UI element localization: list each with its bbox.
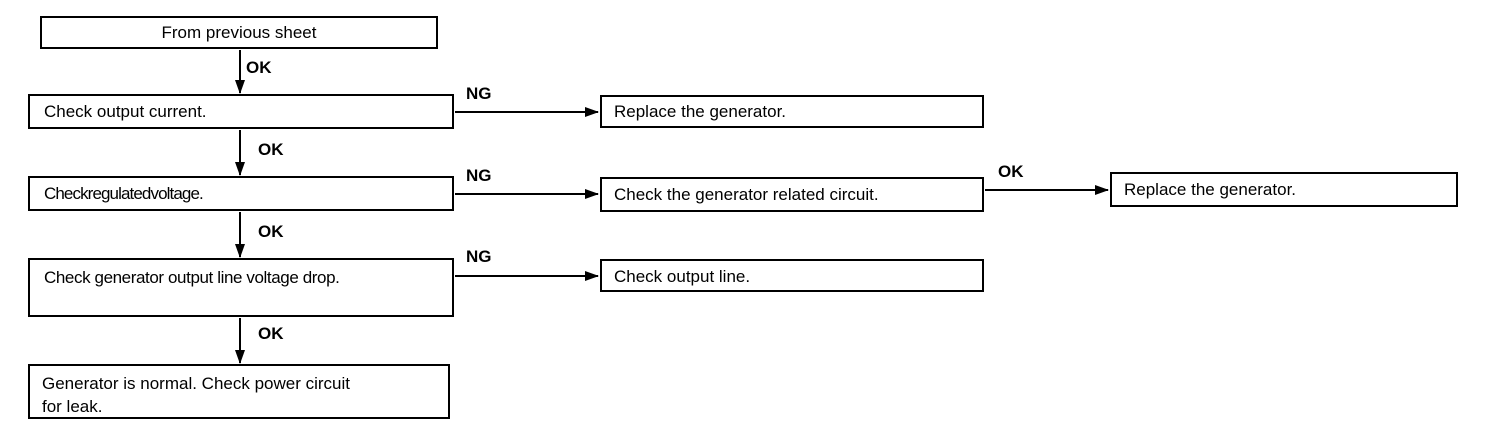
ng-label: NG: [466, 84, 492, 103]
step-text: Check the generator related circuit.: [614, 185, 879, 204]
ok-label: OK: [998, 162, 1024, 181]
step-from-previous-sheet: From previous sheet: [40, 16, 438, 49]
step-check-voltage-drop: Check generator output line voltage drop…: [28, 258, 454, 317]
step-text: Replace the generator.: [614, 102, 787, 121]
step-replace-generator: Replace the generator.: [600, 95, 984, 128]
ok-label: OK: [258, 140, 284, 159]
step-replace-generator-final: Replace the generator.: [1110, 172, 1458, 207]
step-text: Checkregulatedvoltage.: [44, 184, 204, 203]
step-text: Check generator output line voltage drop…: [44, 268, 340, 287]
step-text-line-1: Generator is normal. Check power circuit: [42, 374, 351, 393]
step-text: Check output line.: [614, 267, 751, 286]
step-check-output-line: Check output line.: [600, 259, 984, 292]
step-text: Replace the generator.: [1124, 180, 1297, 199]
ok-label: OK: [258, 222, 284, 241]
step-check-related-circuit: Check the generator related circuit.: [600, 177, 984, 212]
ng-label: NG: [466, 247, 492, 266]
ok-label: OK: [258, 324, 284, 343]
ng-label: NG: [466, 166, 492, 185]
step-check-regulated-voltage: Checkregulatedvoltage.: [28, 176, 454, 211]
step-generator-normal: Generator is normal. Check power circuit…: [28, 364, 450, 419]
step-text: Check output current.: [44, 102, 207, 121]
step-text: From previous sheet: [161, 23, 317, 42]
ok-label: OK: [246, 58, 272, 77]
step-check-output-current: Check output current.: [28, 94, 454, 129]
step-text-line-2: for leak.: [42, 397, 103, 416]
